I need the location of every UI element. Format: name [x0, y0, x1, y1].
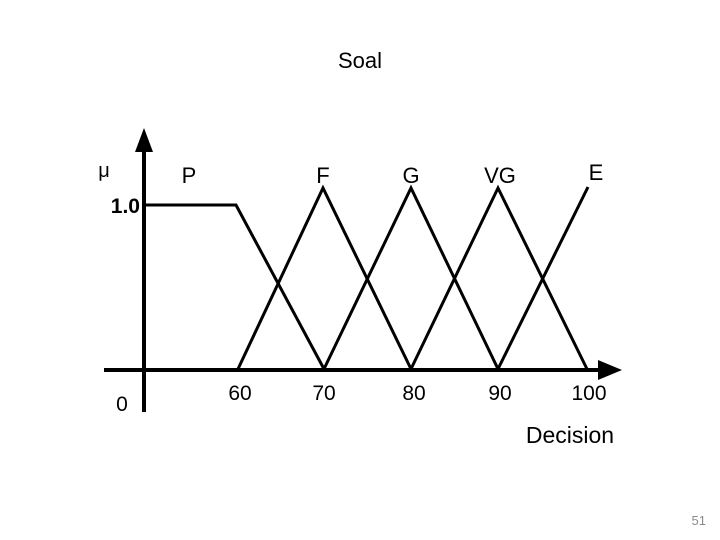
- set-label-p: P: [182, 163, 197, 188]
- x-tick-label-100: 100: [571, 382, 606, 405]
- membership-curve-g: [322, 184, 500, 370]
- x-tick-label-60: 60: [228, 382, 251, 405]
- set-label-e: E: [589, 160, 604, 185]
- set-label-f: F: [316, 163, 329, 188]
- y-axis-title: μ: [98, 160, 110, 182]
- y-axis-top-tick-label: 1.0: [111, 195, 140, 218]
- y-axis-arrow-icon: [135, 128, 153, 152]
- page-title: Soal: [337, 48, 383, 73]
- membership-curve-vg: [409, 184, 589, 370]
- membership-curve-e: [496, 186, 590, 370]
- x-axis-title: Decision: [526, 422, 614, 448]
- x-tick-label-90: 90: [488, 382, 511, 405]
- x-tick-label-70: 70: [312, 382, 335, 405]
- set-label-g: G: [402, 163, 419, 188]
- x-axis-arrow-icon: [598, 360, 622, 380]
- x-tick-label-80: 80: [402, 382, 425, 405]
- y-axis-bottom-tick-label: 0: [116, 393, 128, 416]
- page-number: 51: [691, 513, 706, 528]
- membership-curve-p: [144, 203, 326, 370]
- set-label-vg: VG: [484, 163, 516, 188]
- membership-curve-f: [236, 184, 413, 370]
